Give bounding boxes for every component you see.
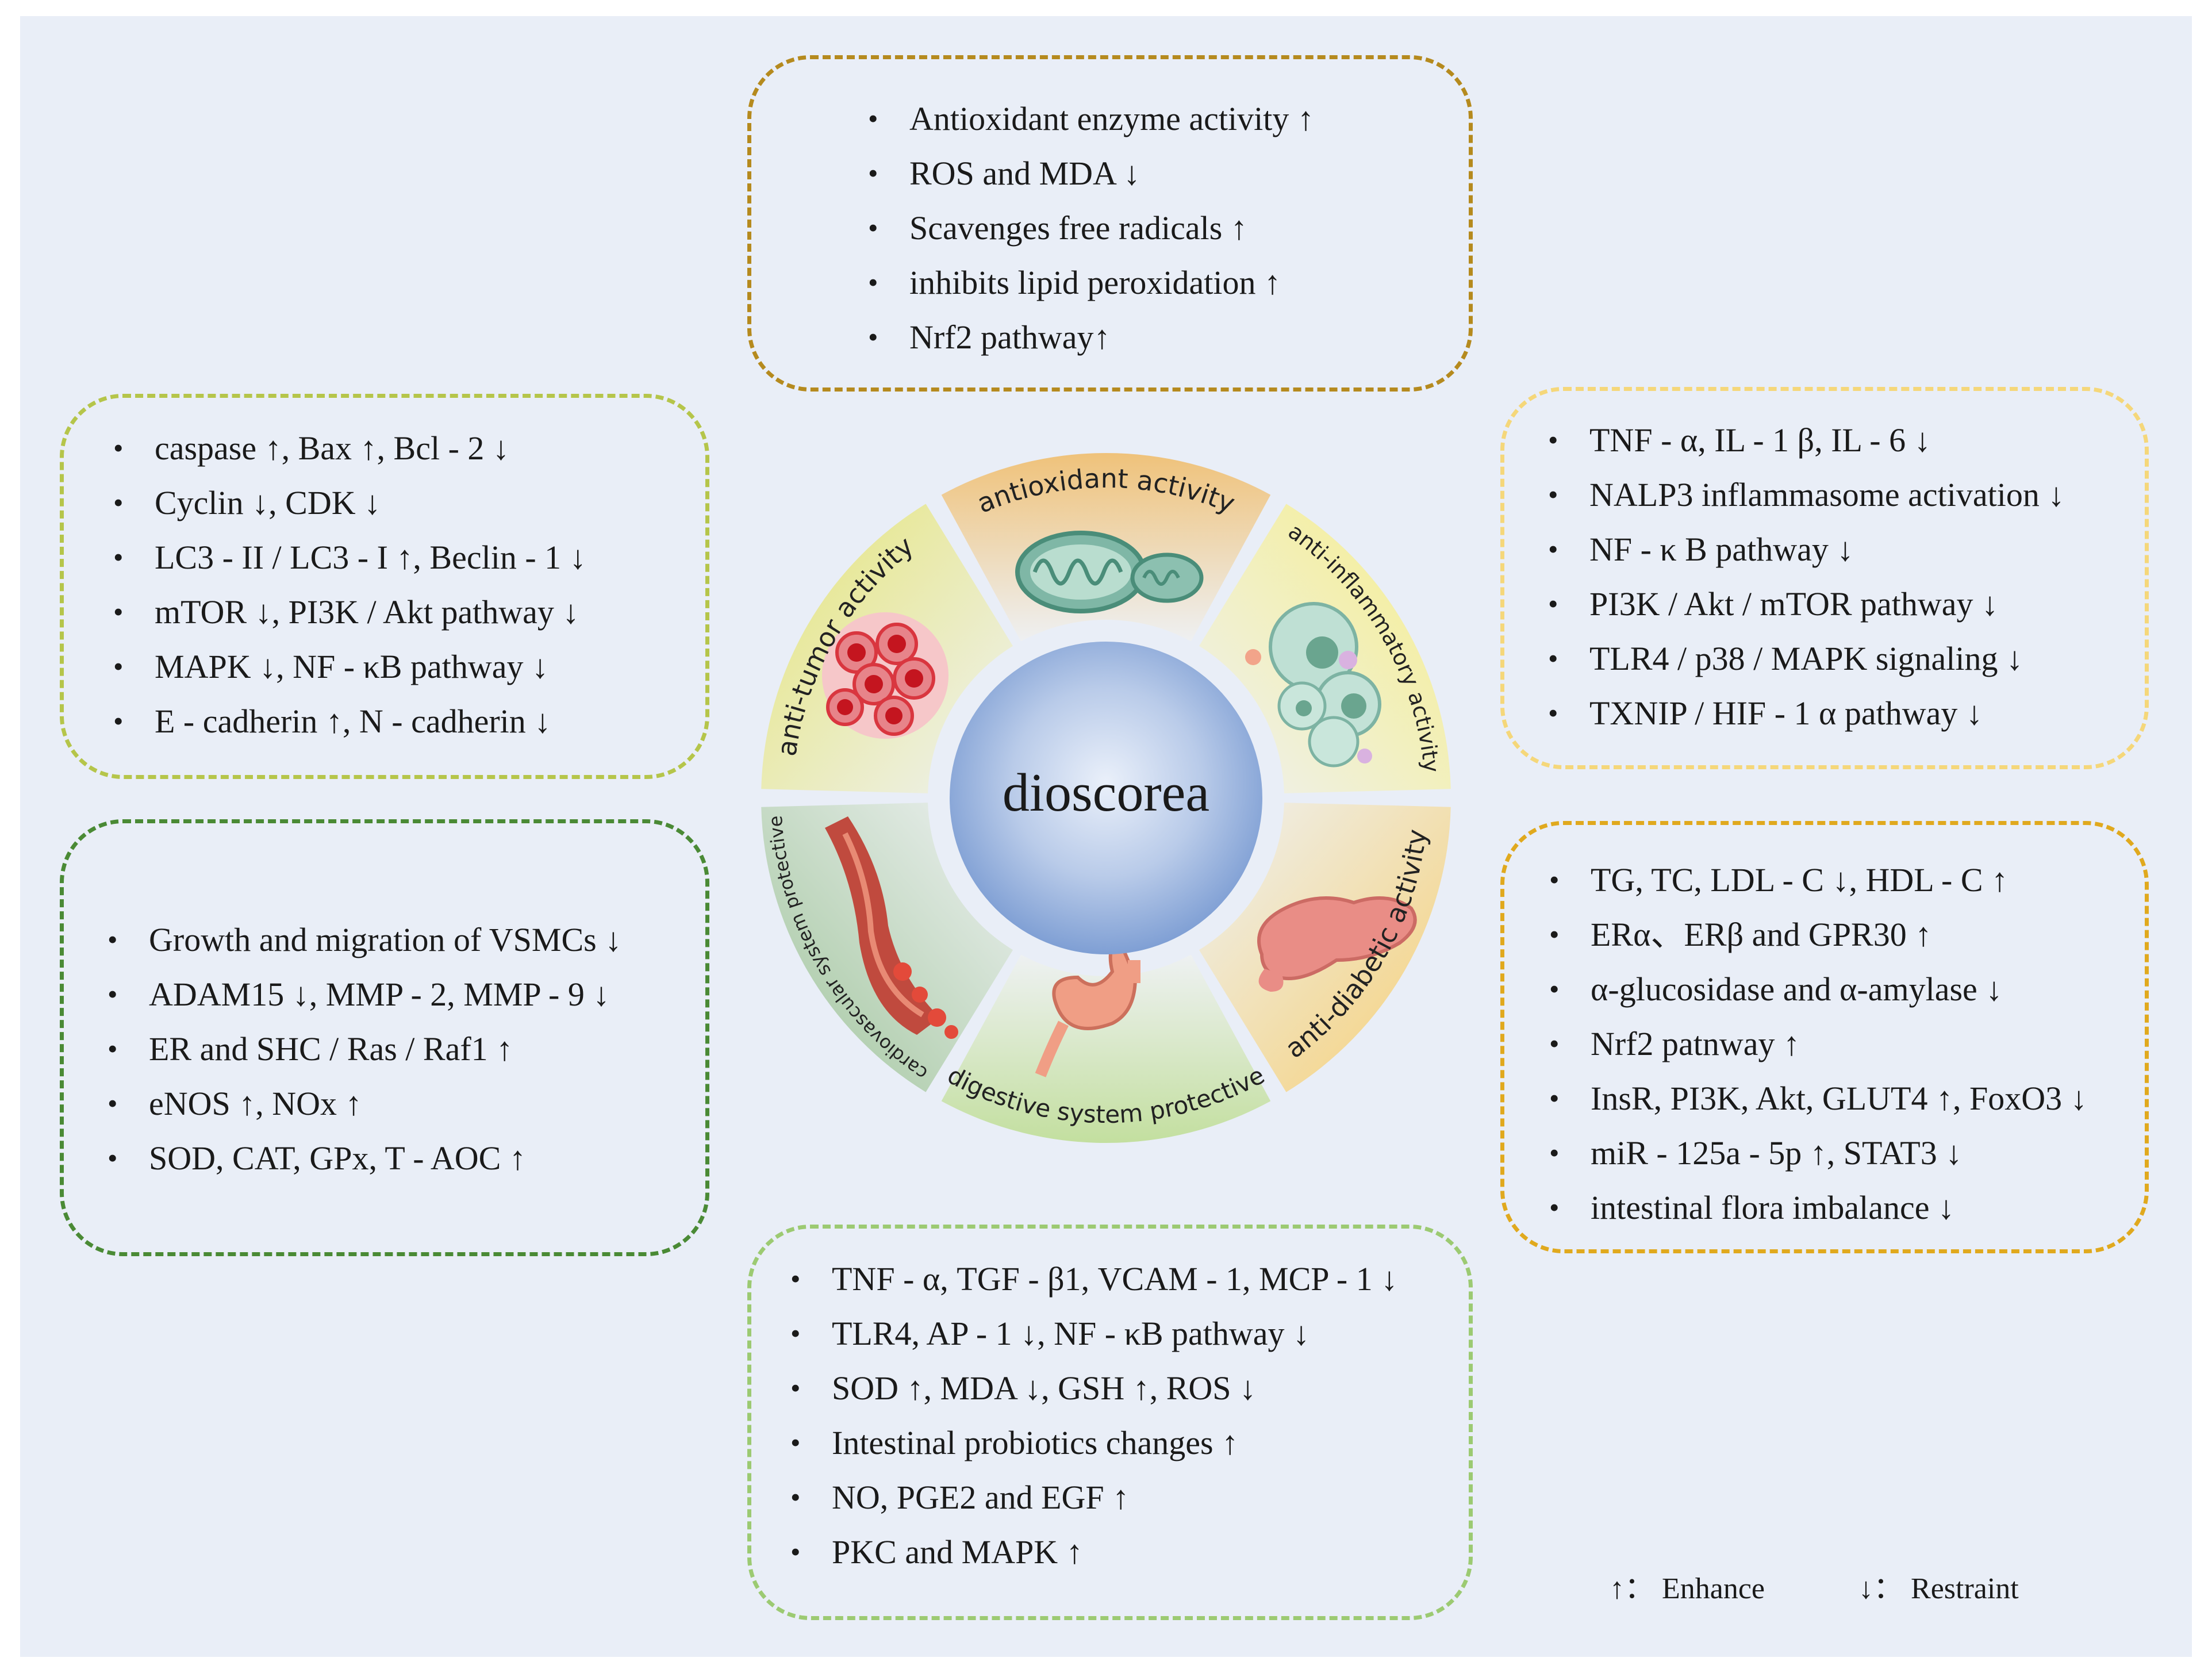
legend: ↑： Enhance ↓： Restraint	[1610, 1564, 2105, 1607]
center-circle	[950, 642, 1262, 954]
effect-item: Intestinal probiotics changes ↑	[790, 1415, 1397, 1470]
effect-item: Cyclin ↓, CDK ↓	[113, 475, 586, 530]
effect-item: TLR4, AP - 1 ↓, NF - κB pathway ↓	[790, 1306, 1397, 1361]
effect-item: Nrf2 patnway ↑	[1549, 1016, 2087, 1071]
effect-item: PKC and MAPK ↑	[790, 1525, 1397, 1579]
effect-item: PI3K / Akt / mTOR pathway ↓	[1548, 577, 2064, 631]
effect-item: ROS and MDA ↓	[868, 146, 1314, 201]
effect-item: NALP3 inflammasome activation ↓	[1548, 467, 2064, 522]
effect-item: Growth and migration of VSMCs ↓	[107, 912, 621, 967]
effect-item: SOD, CAT, GPx, T - AOC ↑	[107, 1131, 621, 1185]
effect-item: mTOR ↓, PI3K / Akt pathway ↓	[113, 585, 586, 639]
effect-item: NF - κ B pathway ↓	[1548, 522, 2064, 577]
effect-item: α-glucosidase and α-amylase ↓	[1549, 962, 2087, 1016]
antioxidant-effects-box: Antioxidant enzyme activity ↑ROS and MDA…	[747, 55, 1473, 392]
anti-inflammatory-effects-box: TNF - α, IL - 1 β, IL - 6 ↓NALP3 inflamm…	[1500, 387, 2149, 769]
digestive-effects-box: TNF - α, TGF - β1, VCAM - 1, MCP - 1 ↓TL…	[747, 1225, 1473, 1620]
effect-item: E - cadherin ↑, N - cadherin ↓	[113, 694, 586, 749]
tumor-cells-icon	[822, 612, 948, 739]
effect-item: LC3 - II / LC3 - I ↑, Beclin - 1 ↓	[113, 530, 586, 585]
anti-diabetic-effects-box: TG, TC, LDL - C ↓, HDL - C ↑ERα、ERβ and …	[1500, 821, 2149, 1253]
legend-enhance: ↑： Enhance	[1610, 1572, 1765, 1605]
effect-item: ADAM15 ↓, MMP - 2, MMP - 9 ↓	[107, 967, 621, 1022]
mitochondrion-icon	[1015, 531, 1204, 613]
effect-item: TXNIP / HIF - 1 α pathway ↓	[1548, 686, 2064, 740]
effect-item: caspase ↑, Bax ↑, Bcl - 2 ↓	[113, 421, 586, 475]
legend-restraint: ↓： Restraint	[1858, 1572, 2019, 1605]
effect-item: Antioxidant enzyme activity ↑	[868, 91, 1314, 146]
effect-item: inhibits lipid peroxidation ↑	[868, 255, 1314, 310]
stomach-icon	[1035, 934, 1140, 1077]
effect-item: miR - 125a - 5p ↑, STAT3 ↓	[1549, 1126, 2087, 1180]
blood-vessel-icon	[825, 816, 958, 1039]
effect-item: ERα、ERβ and GPR30 ↑	[1549, 907, 2087, 962]
effect-item: MAPK ↓, NF - κB pathway ↓	[113, 639, 586, 694]
effect-item: Scavenges free radicals ↑	[868, 201, 1314, 255]
effect-item: Nrf2 pathway↑	[868, 310, 1314, 364]
effect-item: ER and SHC / Ras / Raf1 ↑	[107, 1022, 621, 1076]
effect-item: TG, TC, LDL - C ↓, HDL - C ↑	[1549, 853, 2087, 907]
effect-item: intestinal flora imbalance ↓	[1549, 1180, 2087, 1235]
effect-item: InsR, PI3K, Akt, GLUT4 ↑, FoxO3 ↓	[1549, 1071, 2087, 1126]
effect-item: eNOS ↑, NOx ↑	[107, 1076, 621, 1131]
segment-digestive	[941, 954, 1271, 1144]
cardiovascular-effects-box: Growth and migration of VSMCs ↓ADAM15 ↓,…	[60, 819, 709, 1256]
effect-item: SOD ↑, MDA ↓, GSH ↑, ROS ↓	[790, 1361, 1397, 1415]
effect-item: TNF - α, IL - 1 β, IL - 6 ↓	[1548, 413, 2064, 467]
effect-item: TLR4 / p38 / MAPK signaling ↓	[1548, 631, 2064, 686]
anti-tumor-effects-box: caspase ↑, Bax ↑, Bcl - 2 ↓Cyclin ↓, CDK…	[60, 394, 709, 779]
immune-cells-icon	[1245, 602, 1381, 768]
effect-item: TNF - α, TGF - β1, VCAM - 1, MCP - 1 ↓	[790, 1252, 1397, 1306]
effect-item: NO, PGE2 and EGF ↑	[790, 1470, 1397, 1525]
center-label: dioscorea	[1003, 763, 1209, 823]
pancreas-icon	[1257, 896, 1417, 992]
